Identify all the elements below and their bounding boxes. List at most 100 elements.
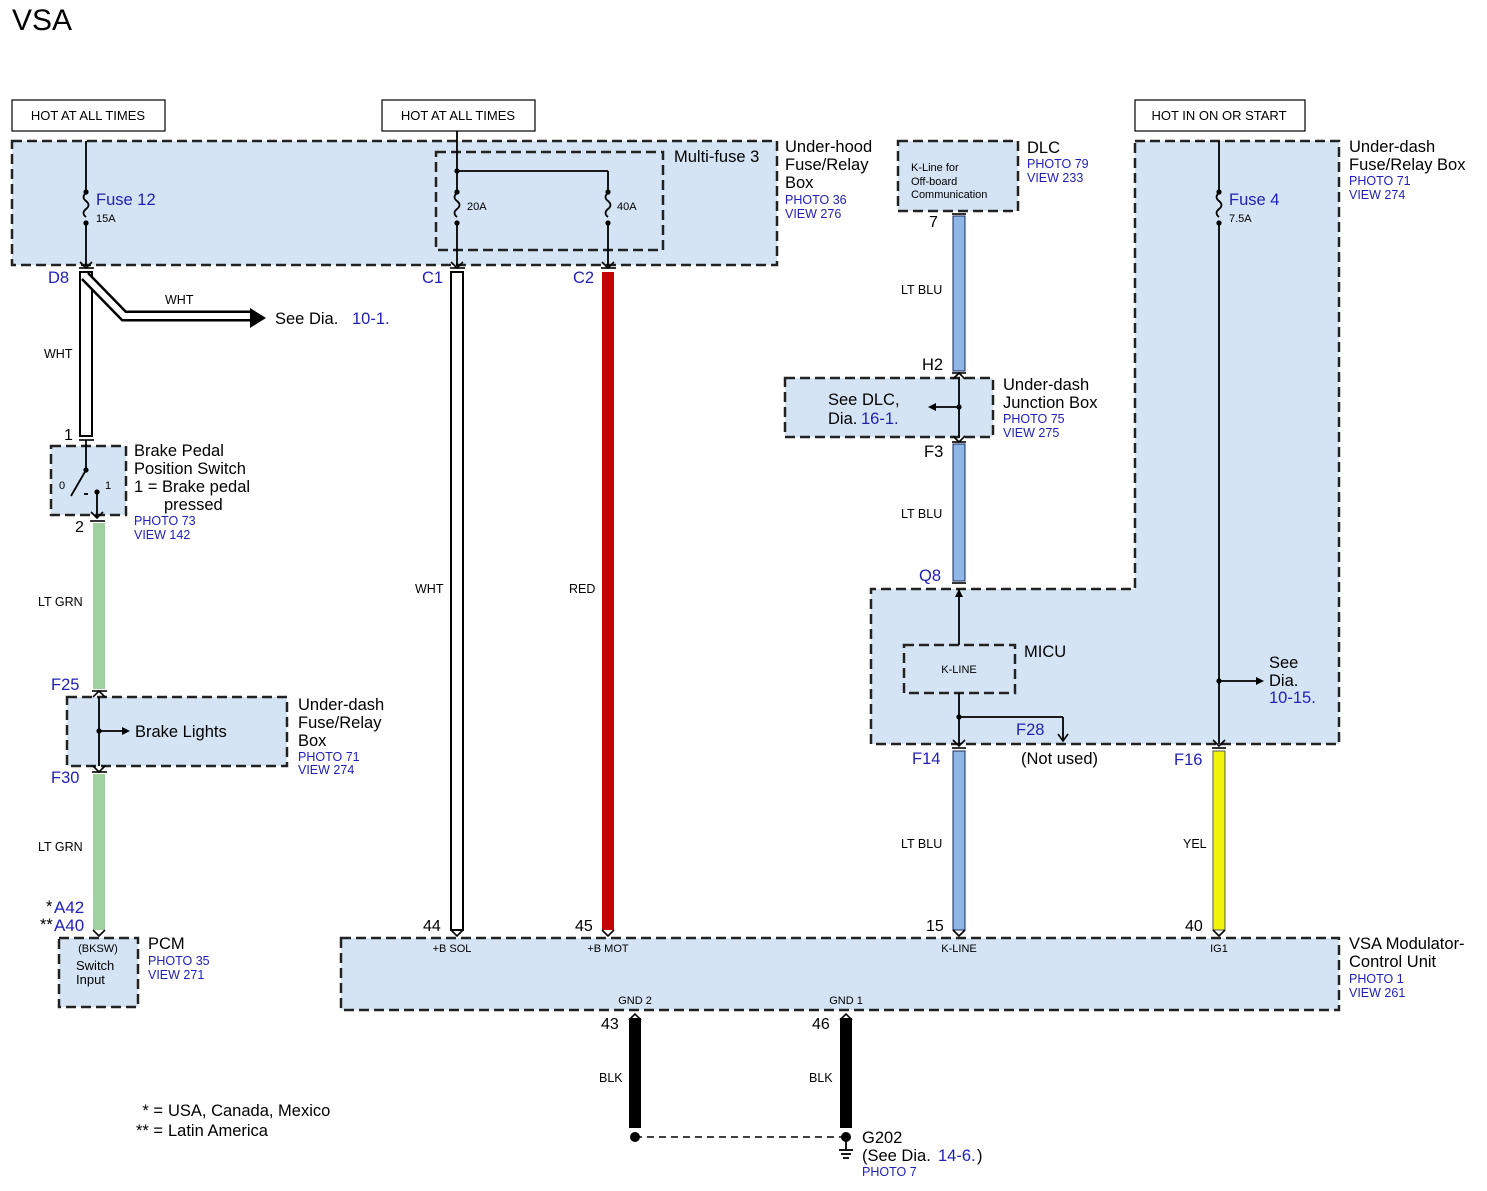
arrow-brake-lights <box>122 727 130 735</box>
wire-label-ltblu-1: LT BLU <box>901 283 942 297</box>
ground-see-prefix: (See Dia. <box>862 1147 931 1165</box>
legend-star2-mark: ** = <box>136 1122 163 1140</box>
vsa-view: VIEW 261 <box>1349 986 1405 1000</box>
brake-lights-label: Brake Lights <box>135 723 227 741</box>
micu-box <box>902 643 1017 695</box>
pin-f25: F25 <box>51 676 79 694</box>
dlc-photo: PHOTO 79 <box>1027 157 1089 171</box>
vsa-pin-46: 46 <box>812 1016 830 1033</box>
wire-label-blk-2: BLK <box>809 1071 833 1085</box>
underdash-left-photo: PHOTO 71 <box>298 750 360 764</box>
pcm-photo: PHOTO 35 <box>148 954 210 968</box>
wire-ltgrn-switch <box>93 523 105 689</box>
switch-view: VIEW 142 <box>134 528 190 542</box>
wire-label-red-c2: RED <box>569 582 595 596</box>
see-dia-10-15-1: See <box>1269 654 1298 672</box>
pin-f30: F30 <box>51 769 79 787</box>
wire-ltblu-q8 <box>952 443 966 582</box>
underdash-right-view: VIEW 274 <box>1349 188 1405 202</box>
vsa-pin-44: 44 <box>423 918 441 935</box>
micu-name: MICU <box>1024 643 1066 661</box>
wire-ltgrn-pcm <box>93 774 105 930</box>
pcm-inner-2: Switch <box>76 958 114 973</box>
fuse4-rating: 7.5A <box>1229 213 1252 225</box>
underhood-name-2: Fuse/Relay <box>785 156 869 174</box>
fuse12-symbol <box>82 192 90 218</box>
arrow-jb <box>928 403 936 411</box>
see-dia-10-15-ref: 10-15. <box>1269 689 1316 707</box>
underhood-name-3: Box <box>785 174 814 192</box>
underhood-fuse-box <box>10 139 779 267</box>
wire-red-c2 <box>602 272 614 930</box>
underdash-left-view: VIEW 274 <box>298 763 354 777</box>
pcm-view: VIEW 271 <box>148 968 204 982</box>
pcm-pin-latin-mark: ** <box>40 916 53 934</box>
pcm-pin-usa-mark: * <box>46 898 53 916</box>
arrow-see-dia-10-15 <box>1256 677 1264 685</box>
jb-see-1: See DLC, <box>828 391 900 409</box>
switch-photo: PHOTO 73 <box>134 514 196 528</box>
underdash-right-photo: PHOTO 71 <box>1349 174 1411 188</box>
underhood-name-1: Under-hood <box>785 138 872 156</box>
fuse-40a-symbol <box>604 192 612 218</box>
pin-d8: D8 <box>48 269 69 287</box>
switch-name-2: Position Switch <box>134 460 246 478</box>
vsa-pin-45: 45 <box>575 918 593 935</box>
wire-label-wht-branch: WHT <box>165 293 194 307</box>
pin-c2: C2 <box>573 269 594 287</box>
pin-f28: F28 <box>1016 721 1044 739</box>
vsa-name-2: Control Unit <box>1349 953 1437 971</box>
legend-star1-mark: * = <box>142 1102 163 1120</box>
ground-see-suffix: ) <box>977 1147 983 1165</box>
fuse4-dot-top <box>1216 189 1222 195</box>
wire-wht-c1 <box>450 271 464 931</box>
connector-marks <box>79 213 1226 1021</box>
vsa-term-ig1: IG1 <box>1210 943 1228 955</box>
wire-yel-f16 <box>1212 750 1226 931</box>
ground-name: G202 <box>862 1129 902 1147</box>
switch-pin-2: 2 <box>75 519 84 536</box>
switch-name-4: pressed <box>164 496 223 514</box>
switch-pin-1: 1 <box>64 427 73 444</box>
pcm-box <box>57 936 140 1009</box>
vsa-term-gnd1: GND 1 <box>829 995 863 1007</box>
jb-photo: PHOTO 75 <box>1003 412 1065 426</box>
wire-ltblu-dlc <box>952 215 966 372</box>
jb-view: VIEW 275 <box>1003 426 1059 440</box>
switch-contact <box>70 469 87 497</box>
hot-label-middle-frame <box>381 99 536 132</box>
vsa-term-gnd2: GND 2 <box>618 995 652 1007</box>
wire-label-wht-d8: WHT <box>44 347 73 361</box>
pcm-inner-3: Input <box>76 972 105 987</box>
dlc-box <box>896 139 1020 213</box>
hot-label-middle: HOT AT ALL TIMES <box>401 108 515 123</box>
brake-pedal-switch-box <box>49 444 128 517</box>
fuse12-dot-top <box>83 189 89 195</box>
wire-blk-46 <box>840 1018 852 1128</box>
legend-star1-text: USA, Canada, Mexico <box>168 1102 330 1120</box>
wire-label-ltgrn-2: LT GRN <box>38 840 83 854</box>
wire-label-ltblu-2: LT BLU <box>901 507 942 521</box>
wire-label-yel: YEL <box>1183 837 1207 851</box>
ground-dot-43 <box>630 1132 640 1142</box>
pcm-name: PCM <box>148 935 185 953</box>
underdash-left-name-1: Under-dash <box>298 696 384 714</box>
jb-pin-f3: F3 <box>924 443 943 461</box>
switch-name-1: Brake Pedal <box>134 442 224 460</box>
vsa-term-bmot: +B MOT <box>587 943 629 955</box>
vsa-photo: PHOTO 1 <box>1349 972 1404 986</box>
dlc-pin-7: 7 <box>929 214 938 231</box>
underdash-left-name-3: Box <box>298 732 327 750</box>
hot-label-left: HOT AT ALL TIMES <box>31 108 145 123</box>
hot-label-right: HOT IN ON OR START <box>1151 108 1286 123</box>
wire-label-ltblu-3: LT BLU <box>901 837 942 851</box>
dlc-inner-3: Communication <box>911 189 987 201</box>
ground-see-ref: 14-6. <box>938 1147 976 1165</box>
dlc-name: DLC <box>1027 139 1060 157</box>
vsa-pin-43: 43 <box>601 1016 619 1033</box>
multifuse-name: Multi-fuse 3 <box>674 148 759 166</box>
mf-rating-40a: 40A <box>617 201 637 213</box>
wire-blk-43 <box>629 1018 641 1128</box>
pin-q8: Q8 <box>919 567 941 585</box>
